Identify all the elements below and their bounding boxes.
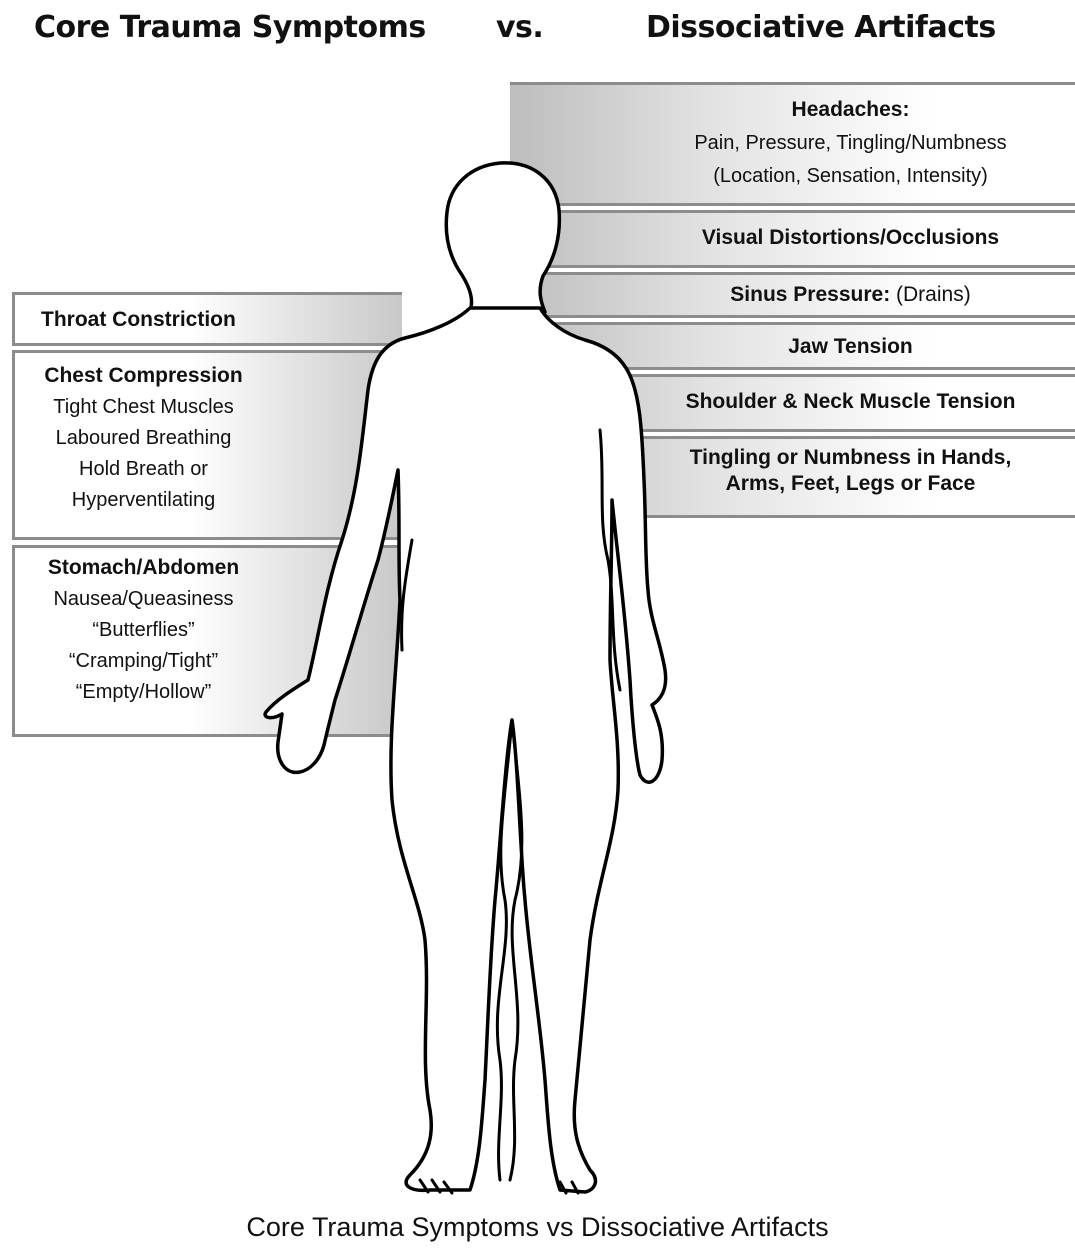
- leg-inner-contour-right: [510, 720, 522, 1180]
- head-outline: [446, 163, 559, 312]
- figure-caption: Core Trauma Symptoms vs Dissociative Art…: [0, 1212, 1075, 1243]
- body-outline: [265, 308, 666, 1192]
